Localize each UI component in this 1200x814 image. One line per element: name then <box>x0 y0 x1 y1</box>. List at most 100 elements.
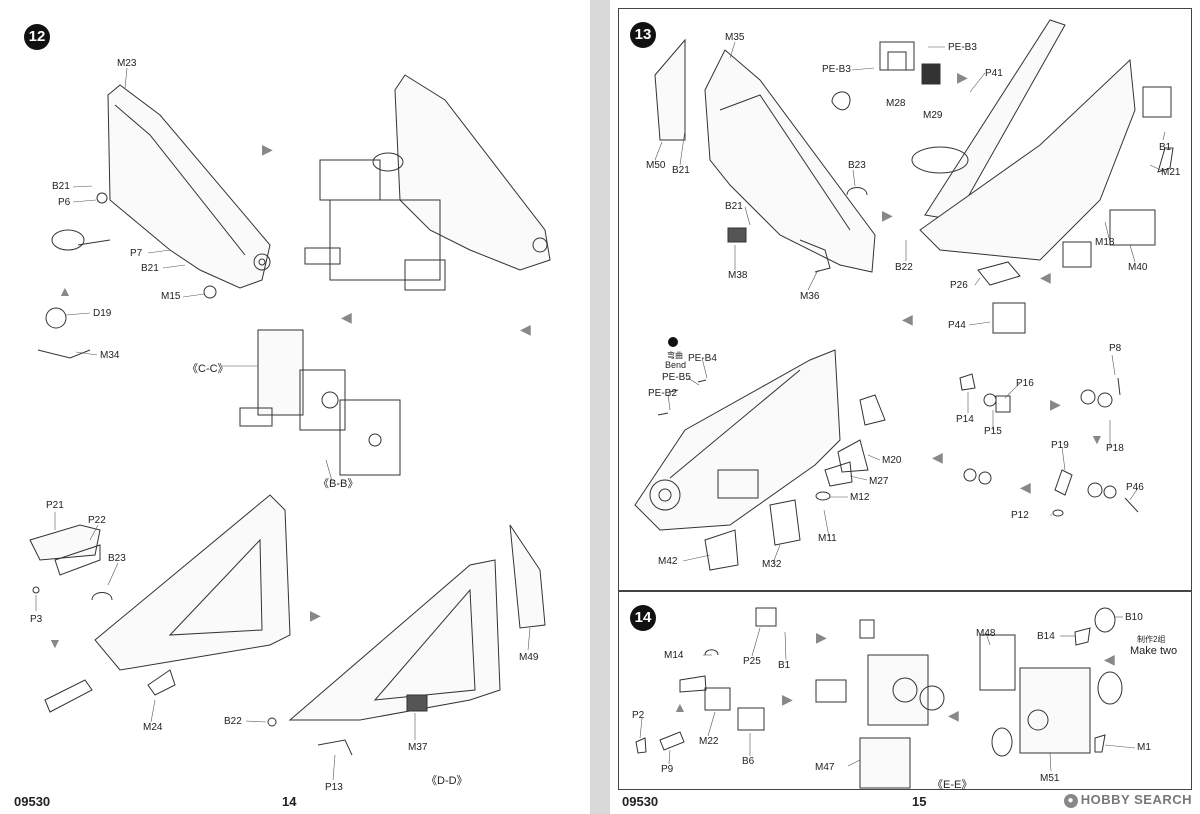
label-pe-b3: PE-B3 <box>948 42 977 53</box>
label-m47: M47 <box>815 762 835 773</box>
product-code: 09530 <box>622 794 659 809</box>
product-code: 09530 <box>14 794 51 809</box>
label-p2: P2 <box>632 710 645 721</box>
label-m20: M20 <box>882 455 902 466</box>
label-p12: P12 <box>1011 510 1029 521</box>
label-p46: P46 <box>1126 482 1144 493</box>
label-m15: M15 <box>161 291 181 302</box>
step-badge-13: 13 <box>630 22 656 48</box>
label-b22: B22 <box>224 716 242 727</box>
step13-14-drawings <box>634 19 1174 789</box>
label-p3: P3 <box>30 614 43 625</box>
assembly-arrow: ▼ <box>1090 431 1104 447</box>
label-m48: M48 <box>976 628 996 639</box>
section-c-c: 《C-C》 <box>187 363 229 375</box>
label-p26: P26 <box>950 280 968 291</box>
step13-panel <box>618 8 1192 592</box>
label-pe-b3: PE-B3 <box>822 64 851 75</box>
label-m35: M35 <box>725 32 745 43</box>
label-bend-cn: 弯曲 <box>667 351 683 360</box>
assembly-arrow: ▶ <box>782 691 793 707</box>
label-p44: P44 <box>948 320 966 331</box>
watermark: ●HOBBY SEARCH <box>1063 792 1192 808</box>
label-m18: M18 <box>1095 237 1115 248</box>
page-14: 12 M23 B21 P6 P7 B21 M15 D19 M34 《C-C》 《… <box>0 0 590 814</box>
label-m27: M27 <box>869 476 889 487</box>
label-m32: M32 <box>762 559 782 570</box>
label-make-two-en: Make two <box>1130 645 1178 657</box>
assembly-arrow: ▶ <box>957 69 968 85</box>
assembly-arrow: ◀ <box>1020 479 1031 495</box>
assembly-arrow: ◀ <box>520 321 531 337</box>
assembly-arrow: ◀ <box>932 449 943 465</box>
label-p22: P22 <box>88 515 106 526</box>
assembly-arrow: ▶ <box>882 207 893 223</box>
label-m29: M29 <box>923 110 943 121</box>
label-d19: D19 <box>93 308 112 319</box>
assembly-arrow: ▶ <box>1050 396 1061 412</box>
label-m49: M49 <box>519 652 539 663</box>
step-badge-12: 12 <box>24 24 50 50</box>
label-p15: P15 <box>984 426 1002 437</box>
label-b10: B10 <box>1125 612 1143 623</box>
assembly-arrow: ▲ <box>58 283 72 299</box>
label-p14: P14 <box>956 414 974 425</box>
label-b22: B22 <box>895 262 913 273</box>
label-p16: P16 <box>1016 378 1034 389</box>
label-p13: P13 <box>325 782 343 793</box>
label-pe-b4: PE-B4 <box>688 353 717 364</box>
label-m37: M37 <box>408 742 428 753</box>
assembly-arrow: ◀ <box>902 311 913 327</box>
label-m28: M28 <box>886 98 906 109</box>
label-b21: B21 <box>52 181 70 192</box>
label-b14: B14 <box>1037 631 1055 642</box>
assembly-arrow: ▶ <box>310 607 321 623</box>
section-d-d: 《D-D》 <box>426 775 468 787</box>
label-m22: M22 <box>699 736 719 747</box>
label-m50: M50 <box>646 160 666 171</box>
label-b21: B21 <box>672 165 690 176</box>
label-m36: M36 <box>800 291 820 302</box>
label-m51: M51 <box>1040 773 1060 784</box>
assembly-arrow: ◀ <box>948 707 959 723</box>
label-m12: M12 <box>850 492 870 503</box>
label-p7: P7 <box>130 248 143 259</box>
label-b6: B6 <box>742 756 755 767</box>
page-number: 14 <box>282 794 297 809</box>
label-m11: M11 <box>818 533 837 544</box>
assembly-arrow: ◀ <box>1104 651 1115 667</box>
label-m14: M14 <box>664 650 684 661</box>
label-p21: P21 <box>46 500 64 511</box>
step-badge-14: 14 <box>630 605 656 631</box>
label-m40: M40 <box>1128 262 1148 273</box>
assembly-arrow: ◀ <box>1040 269 1051 285</box>
label-p8: P8 <box>1109 343 1122 354</box>
label-b1: B1 <box>778 660 791 671</box>
label-p9: P9 <box>661 764 674 775</box>
label-p19: P19 <box>1051 440 1069 451</box>
hobby-search-logo-icon: ● <box>1063 794 1078 808</box>
label-p25: P25 <box>743 656 761 667</box>
page-number: 15 <box>912 794 927 809</box>
step12-drawings <box>29 67 551 781</box>
assembly-arrow: ▼ <box>48 635 62 651</box>
bend-icon <box>668 337 678 347</box>
label-make-two-cn: 制作2组 <box>1137 635 1166 644</box>
label-m34: M34 <box>100 350 120 361</box>
label-m1: M1 <box>1137 742 1151 753</box>
watermark-text: HOBBY SEARCH <box>1080 792 1192 808</box>
assembly-arrow: ▶ <box>816 629 827 645</box>
assembly-arrow: ▶ <box>262 141 273 157</box>
label-b1: B1 <box>1159 142 1172 153</box>
step14-panel <box>618 590 1192 790</box>
label-m38: M38 <box>728 270 748 281</box>
label-b21: B21 <box>141 263 159 274</box>
section-e-e: 《E-E》 <box>932 779 973 791</box>
label-p41: P41 <box>985 68 1003 79</box>
label-b23: B23 <box>848 160 866 171</box>
label-p18: P18 <box>1106 443 1124 454</box>
assembly-arrow: ▲ <box>673 699 687 715</box>
label-m24: M24 <box>143 722 163 733</box>
label-b21: B21 <box>725 201 743 212</box>
label-m42: M42 <box>658 556 678 567</box>
